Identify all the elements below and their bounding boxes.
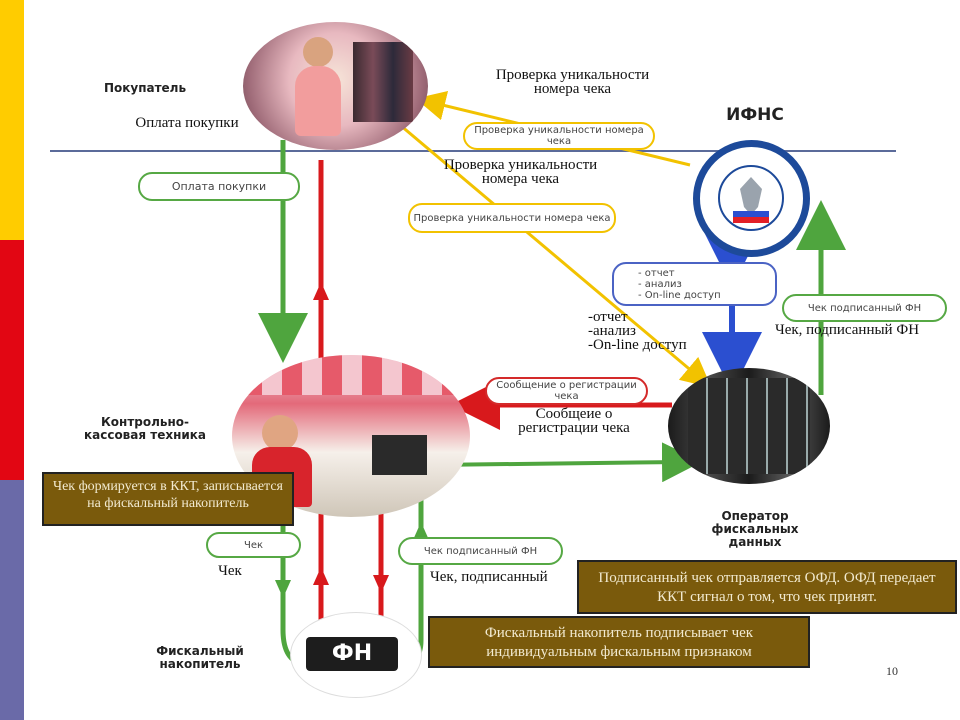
note-kkt: Чек формируется в ККТ, записывается на ф…: [42, 472, 294, 526]
green-arrow-head-down: [275, 580, 291, 598]
ifns-label: ИФНС: [726, 105, 784, 125]
text-registration-msg: Сообщеие о регистрации чека: [518, 406, 630, 436]
red-arrow-head-fn-left: [313, 567, 329, 585]
ofd-servers: [668, 368, 830, 484]
pill-check: Чек: [206, 532, 301, 558]
text-report: -отчет -анализ -On-line доступ: [588, 309, 687, 353]
clothes-rack: [353, 42, 413, 122]
note-fn: Фискальный накопитель подписывает чек ин…: [428, 616, 810, 668]
fn-badge: ФН: [306, 637, 398, 671]
ofd-label: Оператор фискальных данных: [711, 509, 799, 549]
fn-label: Фискальный накопитель: [156, 644, 244, 671]
sidebar-red: [0, 240, 24, 480]
text-signed-ifns: Чек, подписанный ФН: [774, 322, 920, 338]
cash-register: [372, 435, 427, 475]
yellow-arrow-diagonal: [399, 123, 712, 388]
text-check-uniq-top: Проверка уникальности номера чека: [495, 67, 650, 97]
pill-report: - отчет - анализ - On-line доступ: [612, 262, 777, 306]
pill-signed-ifns: Чек подписанный ФН: [782, 294, 947, 322]
pill-check-uniq-top: Проверка уникальности номера чека: [463, 122, 655, 150]
shelves: [242, 355, 470, 395]
text-check: Чек: [218, 563, 242, 579]
text-check-uniq-mid: Проверка уникальности номера чека: [443, 157, 598, 187]
seal-emblem: [718, 165, 784, 231]
pill-check-uniq-mid: Проверка уникальности номера чека: [408, 203, 616, 233]
server-racks: [688, 378, 810, 474]
green-arrow-head-up: [413, 522, 429, 540]
buyer-sub-label: Оплата покупки: [135, 115, 239, 131]
text-signed-fn: Чек, подписанный: [430, 569, 548, 585]
page-number: 10: [886, 664, 898, 678]
buyer-head: [303, 37, 333, 67]
note-ofd: Подписанный чек отправляется ОФД. ОФД пе…: [577, 560, 957, 614]
red-arrow-head-fn-right: [373, 575, 389, 593]
buyer-dress: [295, 66, 341, 136]
cashier-head: [262, 415, 298, 451]
pill-signed-fn: Чек подписанный ФН: [398, 537, 563, 565]
sidebar-stripe: [0, 0, 24, 720]
green-arrow-kkt-ofd: [429, 442, 702, 483]
sidebar-yellow: [0, 0, 24, 240]
ifns-seal: [693, 140, 810, 257]
buyer-label: Покупатель: [103, 81, 187, 95]
sidebar-blue: [0, 480, 24, 720]
kkt-label: Контрольно-кассовая техника: [83, 415, 207, 442]
red-arrow-head-up: [313, 282, 329, 300]
pill-pay: Оплата покупки: [138, 172, 300, 201]
pill-registration-msg: Сообщение о регистрации чека: [485, 377, 648, 405]
divider-line: [50, 150, 896, 152]
buyer-photo: [243, 22, 428, 150]
